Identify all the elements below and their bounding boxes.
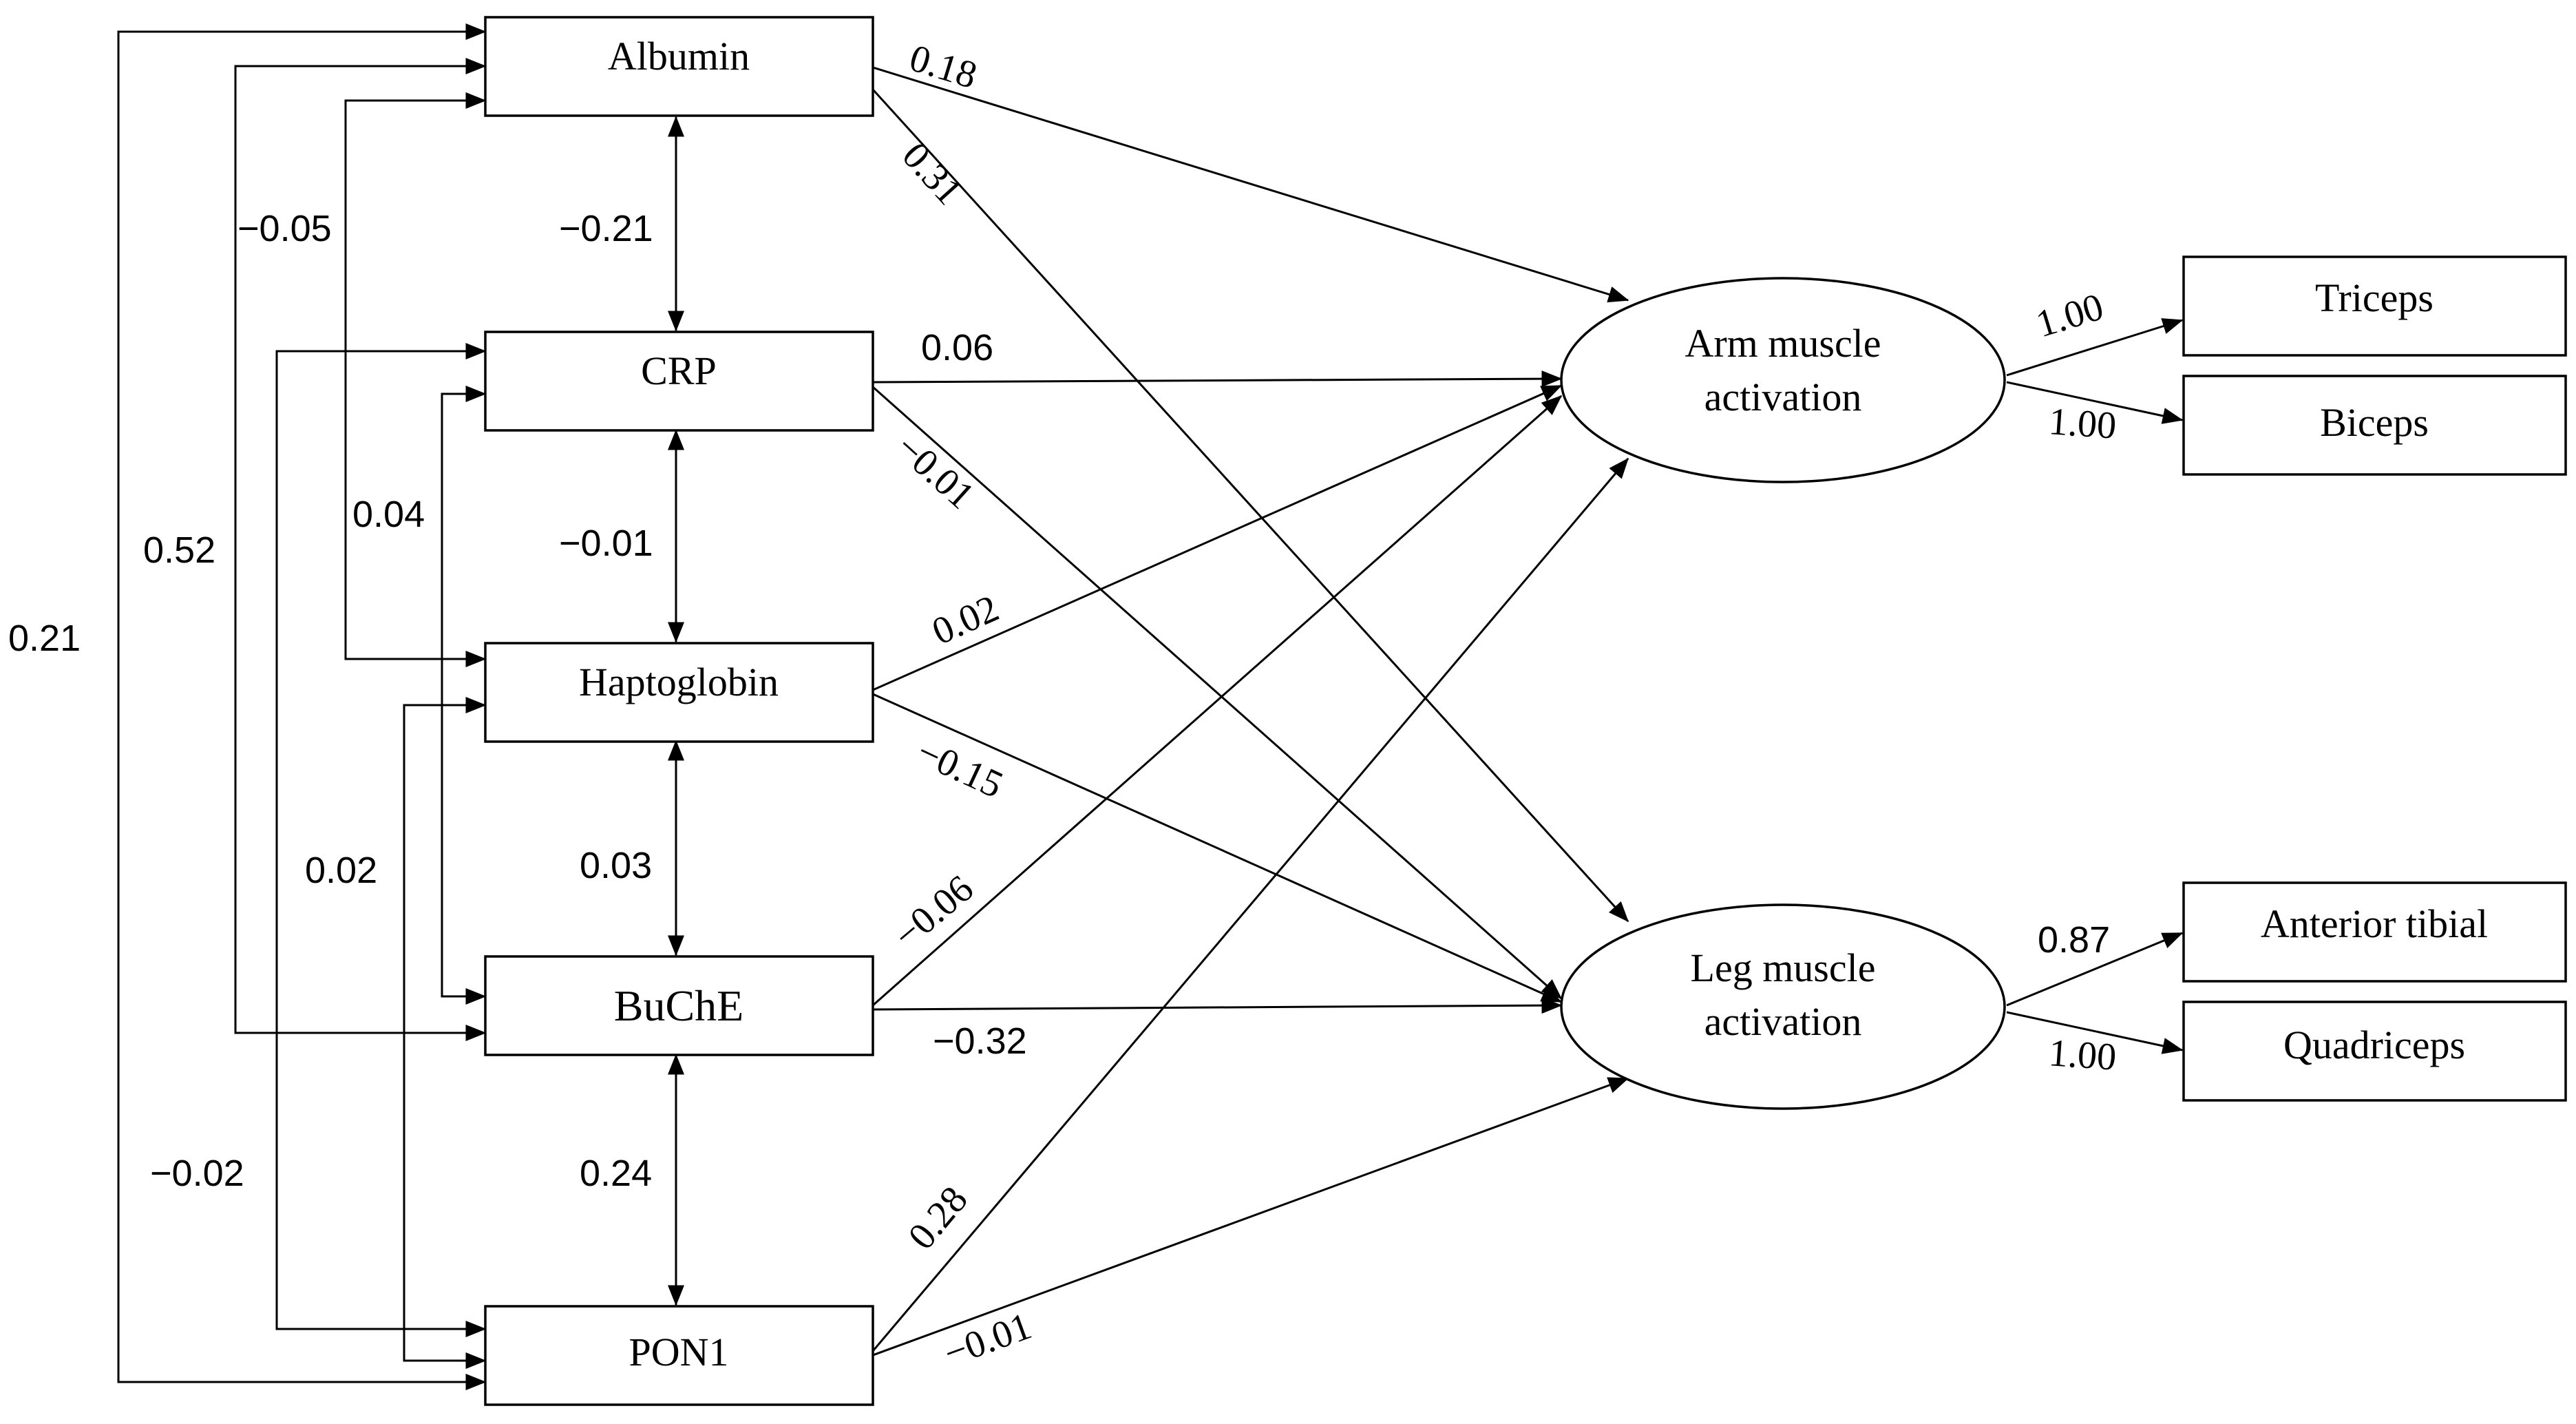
- node-pon1: PON1: [484, 1305, 874, 1406]
- cov-crp-haptoglobin-label: −0.01: [559, 523, 653, 564]
- cov-crp-buche-line: [441, 386, 487, 1005]
- node-haptoglobin: Haptoglobin: [484, 642, 874, 743]
- loading-paths: [2006, 318, 2184, 1054]
- covariance-brackets: [117, 23, 487, 1390]
- cov-albumin-haptoglobin-label: −0.05: [237, 208, 332, 249]
- cov-haptoglobin-pon1-label: 0.02: [305, 850, 377, 891]
- loading-leg-quadriceps-line: [2006, 1011, 2184, 1054]
- cov-albumin-pon1-line: [117, 23, 487, 1390]
- path-pon1-leg-line: [872, 1077, 1629, 1357]
- node-buche: BuChE: [484, 955, 874, 1056]
- loading-labels: 1.00 1.00 0.87 1.00: [2031, 285, 2118, 1078]
- cov-buche-pon1-label: 0.24: [580, 1153, 652, 1194]
- path-crp-arm-label: 0.06: [921, 327, 993, 368]
- node-triceps-label: Triceps: [2315, 275, 2434, 320]
- path-albumin-arm-label: 0.18: [905, 36, 982, 97]
- node-albumin: Albumin: [484, 16, 874, 117]
- cov-haptoglobin-buche-label: 0.03: [580, 845, 652, 886]
- path-albumin-leg-label: 0.31: [894, 134, 971, 213]
- node-quadriceps-label: Quadriceps: [2283, 1023, 2465, 1067]
- loading-leg-anterior-label: 0.87: [2038, 919, 2110, 961]
- path-labels: 0.18 0.31 0.06 −0.01 0.02 −0.15 −0.06 −0…: [886, 36, 1037, 1375]
- path-albumin-leg-line: [872, 88, 1629, 923]
- loading-arm-biceps-label: 1.00: [2047, 400, 2118, 448]
- loading-leg-quadriceps-label: 1.00: [2047, 1032, 2118, 1079]
- node-buche-label: BuChE: [614, 981, 743, 1030]
- node-crp-label: CRP: [641, 348, 717, 393]
- cov-albumin-buche-label: 0.52: [143, 530, 215, 571]
- node-anterior-tibial-label: Anterior tibial: [2261, 901, 2488, 946]
- node-triceps: Triceps: [2182, 255, 2567, 357]
- path-haptoglobin-arm-label: 0.02: [926, 587, 1005, 653]
- path-haptoglobin-leg-line: [872, 693, 1563, 1003]
- loading-arm-triceps-label: 1.00: [2031, 285, 2109, 346]
- path-crp-leg-line: [872, 386, 1563, 1000]
- path-buche-arm-line: [872, 395, 1563, 1007]
- path-pon1-arm-label: 0.28: [900, 1178, 975, 1257]
- node-leg-muscle-activation: Leg muscle activation: [1560, 903, 2006, 1110]
- cov-albumin-crp-label: −0.21: [559, 208, 653, 249]
- regression-paths: [872, 66, 1629, 1357]
- path-buche-leg-label: −0.32: [933, 1020, 1027, 1062]
- node-haptoglobin-label: Haptoglobin: [579, 660, 779, 704]
- cov-haptoglobin-pon1-line: [403, 697, 487, 1369]
- node-arm-muscle-activation: Arm muscle activation: [1560, 277, 2006, 483]
- node-arm-label-line2: activation: [1704, 375, 1862, 419]
- path-buche-leg-line: [872, 997, 1563, 1014]
- path-crp-arm-line: [872, 370, 1563, 388]
- loading-arm-triceps-line: [2006, 318, 2184, 377]
- path-haptoglobin-arm-line: [872, 384, 1563, 691]
- loading-leg-anterior-line: [2006, 932, 2184, 1007]
- node-anterior-tibial: Anterior tibial: [2182, 881, 2567, 983]
- node-pon1-label: PON1: [629, 1330, 728, 1374]
- node-biceps: Biceps: [2182, 375, 2567, 476]
- cov-crp-pon1-line: [275, 343, 487, 1337]
- path-pon1-leg-label: −0.01: [938, 1305, 1037, 1376]
- cov-albumin-haptoglobin-line: [344, 92, 487, 667]
- node-albumin-label: Albumin: [608, 34, 750, 78]
- covariance-labels: −0.21 −0.01 0.03 0.24 −0.05 0.52 0.21 0.…: [8, 208, 653, 1194]
- node-leg-label-line2: activation: [1704, 999, 1862, 1044]
- path-albumin-arm-line: [872, 66, 1629, 303]
- node-quadriceps: Quadriceps: [2182, 1001, 2567, 1102]
- path-buche-arm-label: −0.06: [886, 867, 982, 957]
- cov-crp-buche-label: 0.04: [352, 494, 425, 535]
- path-haptoglobin-leg-label: −0.15: [911, 731, 1010, 807]
- node-arm-label-line1: Arm muscle: [1685, 321, 1881, 366]
- cov-albumin-pon1-label: 0.21: [8, 618, 81, 659]
- node-biceps-label: Biceps: [2320, 400, 2429, 445]
- path-pon1-arm-line: [872, 457, 1629, 1352]
- node-leg-label-line1: Leg muscle: [1691, 945, 1876, 990]
- loading-arm-biceps-line: [2006, 381, 2184, 424]
- cov-albumin-buche-line: [234, 58, 487, 1041]
- node-crp: CRP: [484, 331, 874, 432]
- cov-crp-pon1-label: −0.02: [150, 1153, 244, 1194]
